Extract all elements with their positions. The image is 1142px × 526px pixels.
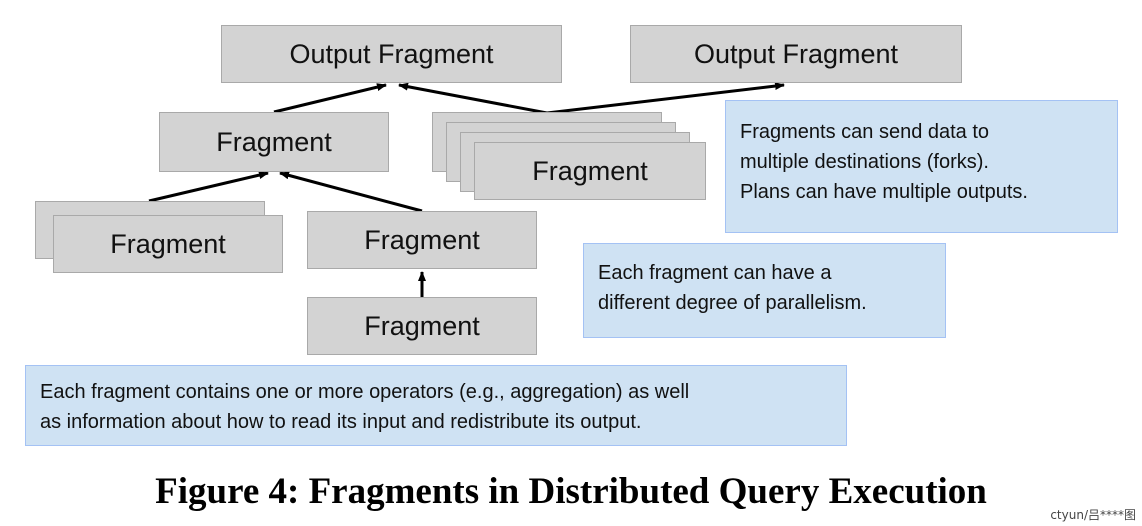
arrow-stack-to-output-1 (398, 82, 548, 115)
fragment-box-left-stack: Fragment (53, 215, 283, 273)
output-fragment-box-1: Output Fragment (221, 25, 562, 83)
fragment-box-center: Fragment (307, 211, 537, 269)
arrow-stack-to-output-2 (546, 82, 785, 115)
watermark: ctyun/吕****图 (1050, 508, 1136, 522)
note-operators: Each fragment contains one or more opera… (25, 365, 847, 446)
arrow-center-to-fragment (279, 171, 423, 213)
fragment-box-mid: Fragment (159, 112, 389, 172)
fragment-label-left-stack: Fragment (110, 228, 226, 259)
note-forks: Fragments can send data to multiple dest… (725, 100, 1118, 233)
output-fragment-label-1: Output Fragment (289, 38, 494, 69)
arrow-fragment-to-output-1 (273, 83, 387, 114)
arrow-left-stack-to-fragment (148, 171, 269, 203)
fragment-label-right-stack: Fragment (532, 155, 648, 186)
fragment-box-right-stack: Fragment (474, 142, 706, 200)
output-fragment-box-2: Output Fragment (630, 25, 962, 83)
fragment-label-mid: Fragment (216, 126, 332, 157)
fragment-label-bottom: Fragment (364, 310, 480, 341)
figure-caption: Figure 4: Fragments in Distributed Query… (155, 471, 987, 512)
note-parallelism: Each fragment can have a different degre… (583, 243, 946, 338)
fragment-box-bottom: Fragment (307, 297, 537, 355)
output-fragment-label-2: Output Fragment (693, 38, 899, 69)
fragment-label-center: Fragment (364, 224, 480, 255)
